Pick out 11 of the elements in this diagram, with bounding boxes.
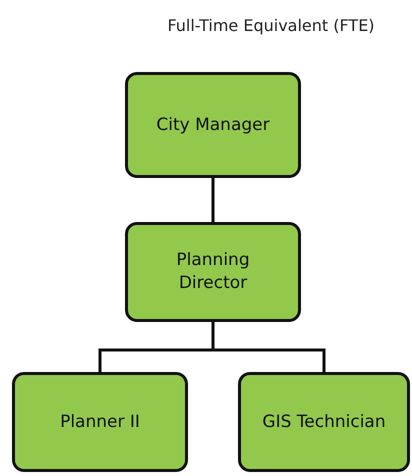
org-box bbox=[238, 372, 410, 472]
role-name: Planning Director bbox=[175, 249, 251, 295]
org-box bbox=[12, 372, 188, 472]
chart-title: Full-Time Equivalent (FTE) bbox=[166, 16, 376, 35]
org-box bbox=[125, 72, 301, 178]
connector-line bbox=[212, 322, 326, 372]
role-name: GIS Technician bbox=[262, 410, 386, 434]
org-box bbox=[125, 222, 301, 322]
connector-line bbox=[212, 178, 214, 222]
role-name: City Manager bbox=[156, 114, 270, 136]
role-name: Planner II bbox=[60, 410, 140, 434]
